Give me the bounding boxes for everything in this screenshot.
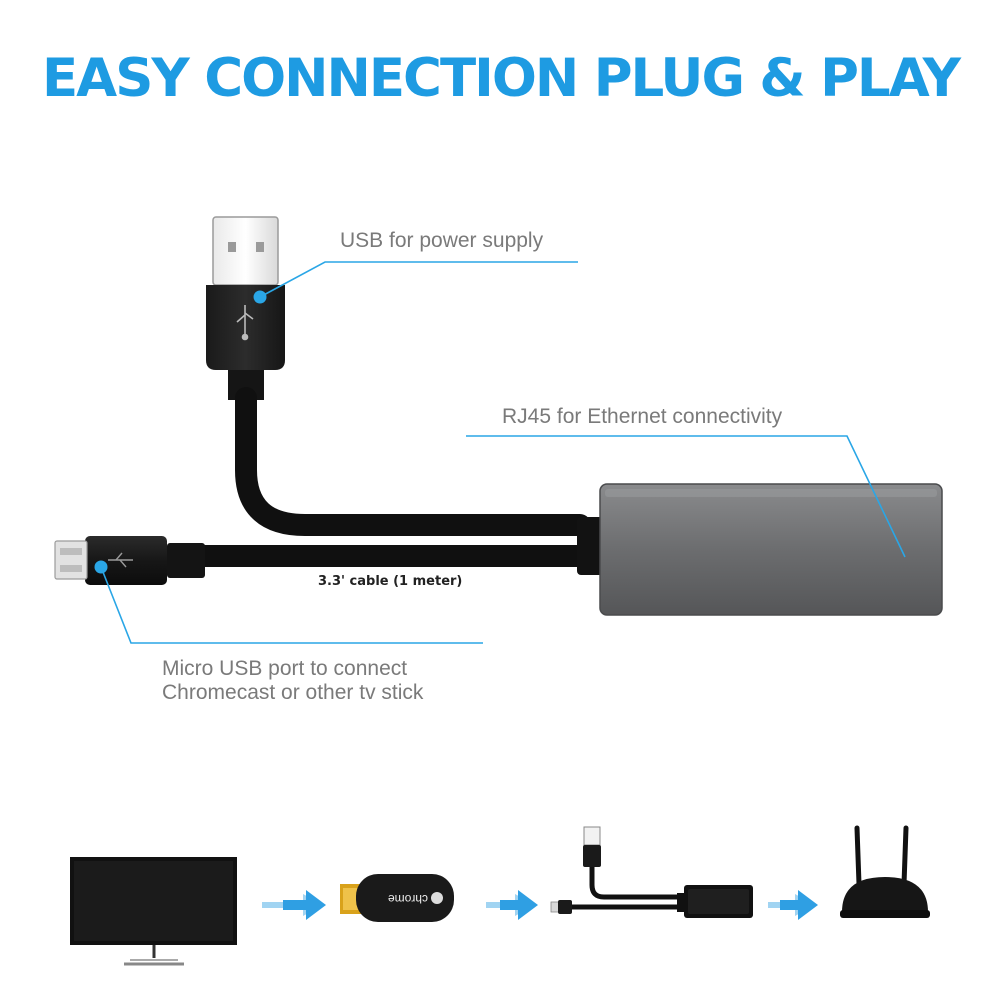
usb-cable <box>235 387 591 536</box>
ethernet-adapter <box>599 483 943 616</box>
micro-usb-callout-dot <box>94 560 108 574</box>
headline: EASY CONNECTION PLUG & PLAY <box>41 48 961 109</box>
micro-usb-label-line1: Micro USB port to connect <box>162 657 408 680</box>
cable-length-note: 3.3' cable (1 meter) <box>318 574 463 589</box>
rj45-label: RJ45 for Ethernet connectivity <box>502 405 783 428</box>
router-icon <box>840 825 930 918</box>
dongle-brand-text: chrome <box>388 892 428 906</box>
usb-a-connector <box>212 216 279 286</box>
micro-usb-label: Micro USB port to connect Chromecast or … <box>162 657 423 705</box>
micro-usb-symbol-icon <box>108 552 133 568</box>
usb-callout-dot <box>253 290 267 304</box>
tv-icon <box>70 857 237 966</box>
callout-lines <box>100 261 906 644</box>
adapter-thumbnail-icon <box>550 826 753 918</box>
usb-symbol-icon <box>236 305 254 341</box>
chromecast-dongle-icon: chrome <box>340 874 454 922</box>
usb-power-label: USB for power supply <box>340 229 544 252</box>
micro-usb-label-line2: Chromecast or other tv stick <box>162 681 424 704</box>
flow-arrow-1 <box>262 890 326 920</box>
flow-arrow-3 <box>768 890 818 920</box>
flow-arrow-2 <box>486 890 538 920</box>
